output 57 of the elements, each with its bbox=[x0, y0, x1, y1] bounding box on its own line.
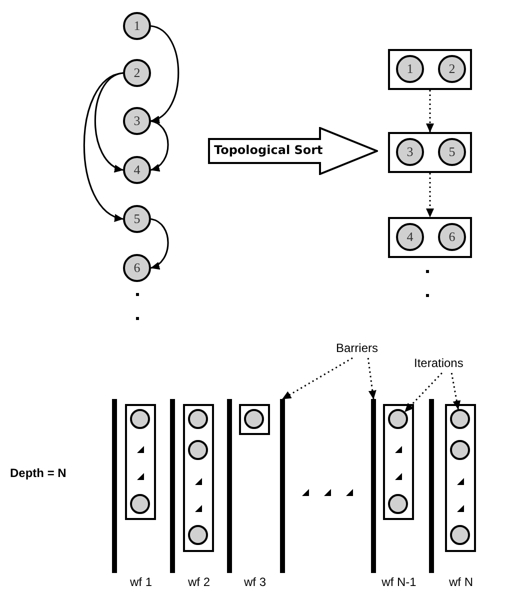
column-label: wf 2 bbox=[188, 575, 210, 589]
arrow bbox=[150, 120, 169, 171]
numbered-circle: 2 bbox=[123, 59, 151, 87]
numbered-circle: 2 bbox=[438, 55, 466, 83]
dotted-arrow bbox=[426, 90, 434, 132]
numbered-circle: 6 bbox=[123, 254, 151, 282]
circle-node bbox=[450, 409, 470, 429]
circle-node bbox=[188, 440, 208, 460]
barrier-bar bbox=[170, 399, 175, 573]
numbered-circle: 3 bbox=[123, 107, 151, 135]
arrow bbox=[150, 25, 180, 122]
column-label: wf 1 bbox=[130, 575, 152, 589]
annotation-text: Iterations bbox=[414, 356, 486, 373]
circle-node bbox=[450, 440, 470, 460]
circle-node bbox=[130, 494, 150, 514]
arrow bbox=[150, 218, 169, 269]
circle-node bbox=[188, 409, 208, 429]
numbered-circle: 5 bbox=[123, 205, 151, 233]
barrier-bar bbox=[429, 399, 434, 573]
group-box bbox=[445, 404, 476, 552]
group-box bbox=[239, 404, 270, 435]
arrow bbox=[94, 72, 124, 171]
numbered-circle: 3 bbox=[396, 138, 424, 166]
dotted-arrow bbox=[404, 372, 442, 412]
circle-node bbox=[188, 525, 208, 545]
group-box bbox=[183, 404, 214, 552]
column-label: wf 3 bbox=[244, 575, 266, 589]
arrow bbox=[83, 72, 124, 220]
group-box bbox=[388, 132, 472, 173]
circle-node bbox=[130, 409, 150, 429]
circle-node bbox=[244, 409, 264, 429]
group-box bbox=[383, 404, 414, 520]
group-box bbox=[125, 404, 156, 520]
barrier-bar bbox=[280, 399, 285, 573]
numbered-circle: 5 bbox=[438, 138, 466, 166]
circle-node bbox=[388, 409, 408, 429]
depth-label: Depth = N bbox=[10, 466, 66, 480]
barrier-bar bbox=[227, 399, 232, 573]
numbered-circle: 4 bbox=[396, 223, 424, 251]
annotation-text: Barriers bbox=[336, 341, 398, 358]
barrier-bar bbox=[112, 399, 117, 573]
numbered-circle: 1 bbox=[123, 12, 151, 40]
group-box bbox=[388, 49, 472, 90]
numbered-circle: 6 bbox=[438, 223, 466, 251]
dotted-arrow bbox=[367, 358, 376, 400]
circle-node bbox=[388, 494, 408, 514]
column-label: wf N bbox=[449, 575, 473, 589]
circle-node bbox=[450, 525, 470, 545]
arrow-label: Topological Sort bbox=[214, 143, 323, 157]
dotted-arrow bbox=[450, 372, 461, 410]
group-box bbox=[388, 217, 472, 258]
column-label: wf N-1 bbox=[382, 575, 416, 589]
numbered-circle: 4 bbox=[123, 156, 151, 184]
numbered-circle: 1 bbox=[396, 55, 424, 83]
dotted-arrow bbox=[282, 357, 353, 400]
dotted-arrow bbox=[426, 173, 434, 218]
barrier-bar bbox=[371, 399, 376, 573]
